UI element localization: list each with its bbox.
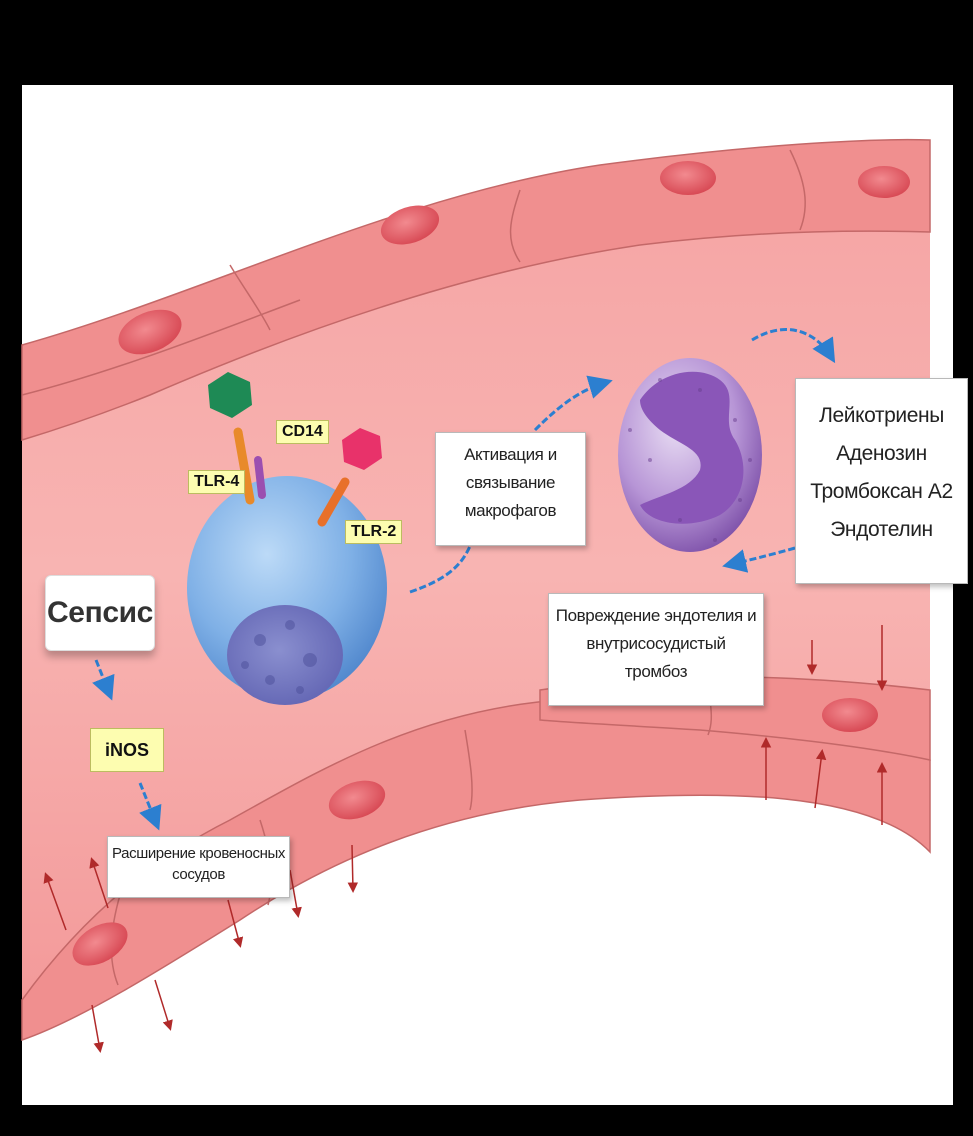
- mediator-endothelin: Эндотелин: [796, 511, 967, 549]
- activation-label: Активация и связывание макрофагов: [435, 432, 586, 546]
- sepsis-label: Сепсис: [45, 575, 155, 651]
- cd14-receptor: [258, 460, 262, 495]
- endothelial-nucleus: [858, 166, 910, 198]
- sepsis-text: Сепсис: [47, 596, 153, 630]
- endothelial-damage-label: Повреждение эндотелия и внутрисосудистый…: [548, 593, 764, 706]
- vasodilation-line-1: Расширение кровеносных: [108, 843, 289, 864]
- activation-line-1: Активация и: [436, 441, 585, 469]
- inos-tag: iNOS: [90, 728, 164, 772]
- mediators-label: Лейкотриены Аденозин Тромбоксан А2 Эндот…: [795, 378, 968, 584]
- endothelial-nucleus: [660, 161, 716, 195]
- vasodilation-label: Расширение кровеносных сосудов: [107, 836, 290, 898]
- activation-line-3: макрофагов: [436, 497, 585, 525]
- tlr2-tag: TLR-2: [345, 520, 402, 544]
- mediator-thromboxane: Тромбоксан А2: [796, 473, 967, 511]
- mediator-adenosine: Аденозин: [796, 435, 967, 473]
- damage-line-2: внутрисосудистый: [549, 630, 763, 658]
- cd14-tag: CD14: [276, 420, 329, 444]
- damage-line-3: тромбоз: [549, 658, 763, 686]
- mediator-leukotrienes: Лейкотриены: [796, 397, 967, 435]
- inos-text: iNOS: [105, 740, 149, 761]
- vasodilation-line-2: сосудов: [108, 864, 289, 885]
- activation-line-2: связывание: [436, 469, 585, 497]
- damage-line-1: Повреждение эндотелия и: [549, 602, 763, 630]
- endothelial-nucleus: [822, 698, 878, 732]
- tlr4-tag: TLR-4: [188, 470, 245, 494]
- macrophage-nucleus: [227, 605, 343, 705]
